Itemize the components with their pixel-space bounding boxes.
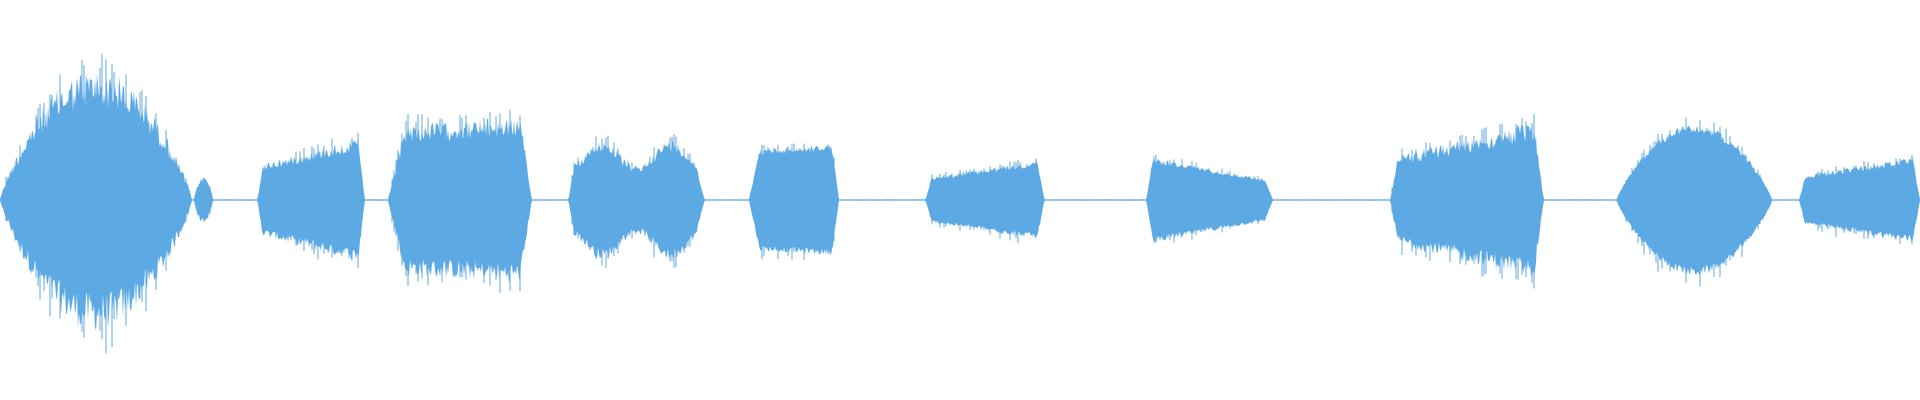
waveform-spikes [5,53,1913,354]
